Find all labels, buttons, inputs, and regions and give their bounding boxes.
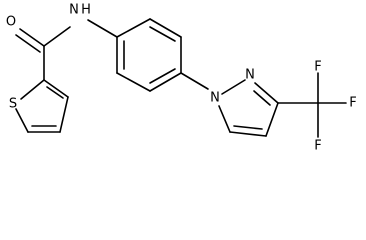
- bond-c4-c5: [229, 131, 267, 137]
- atom-pyrazole-n2: N: [245, 68, 255, 83]
- bond-c4-c5-inner: [233, 125, 263, 130]
- bond-ph-4-5: [149, 72, 182, 92]
- bond-c3-c4: [265, 102, 279, 137]
- bond-ph-2-3-inner: [149, 26, 176, 42]
- bond-s-c2: [20, 79, 45, 100]
- bond-n2-c3: [254, 82, 279, 104]
- bond-c5-s: [15, 108, 29, 133]
- bond-c2-c3: [43, 79, 69, 98]
- bond-carbonyl-o-double: [15, 34, 41, 53]
- molecule-structure: O N H S N N F F F: [6, 3, 357, 154]
- atom-oxygen: O: [6, 15, 16, 30]
- atom-fluorine-right: F: [349, 96, 356, 111]
- bond-carbonyl-o: [19, 28, 45, 47]
- bond-layer: [15, 18, 347, 138]
- bond-c2-c3-inner: [46, 86, 64, 99]
- bond-n2-c3-inner: [253, 90, 271, 106]
- bond-ph-4-5-inner: [149, 68, 176, 84]
- atom-amide-nitrogen: N: [69, 3, 79, 18]
- bond-n1-n2: [221, 79, 246, 95]
- bond-c5-n1: [218, 105, 231, 133]
- bond-phenyl-pyrazole: [180, 72, 209, 90]
- bond-carbonyl-n: [43, 26, 71, 47]
- bond-ph-2-3: [149, 18, 182, 38]
- bond-ph-5-6: [116, 72, 151, 92]
- bond-c3-c4: [59, 96, 69, 133]
- label-layer: O N H S N N F F F: [6, 3, 357, 154]
- atom-sulfur: S: [9, 97, 17, 112]
- bond-n-phenyl: [87, 19, 118, 38]
- atom-amide-hydrogen: H: [81, 3, 91, 18]
- atom-pyrazole-n1: N: [210, 91, 220, 106]
- atom-fluorine-top: F: [314, 60, 321, 75]
- bond-ph-1-2: [116, 18, 151, 38]
- atom-fluorine-bottom: F: [314, 139, 321, 154]
